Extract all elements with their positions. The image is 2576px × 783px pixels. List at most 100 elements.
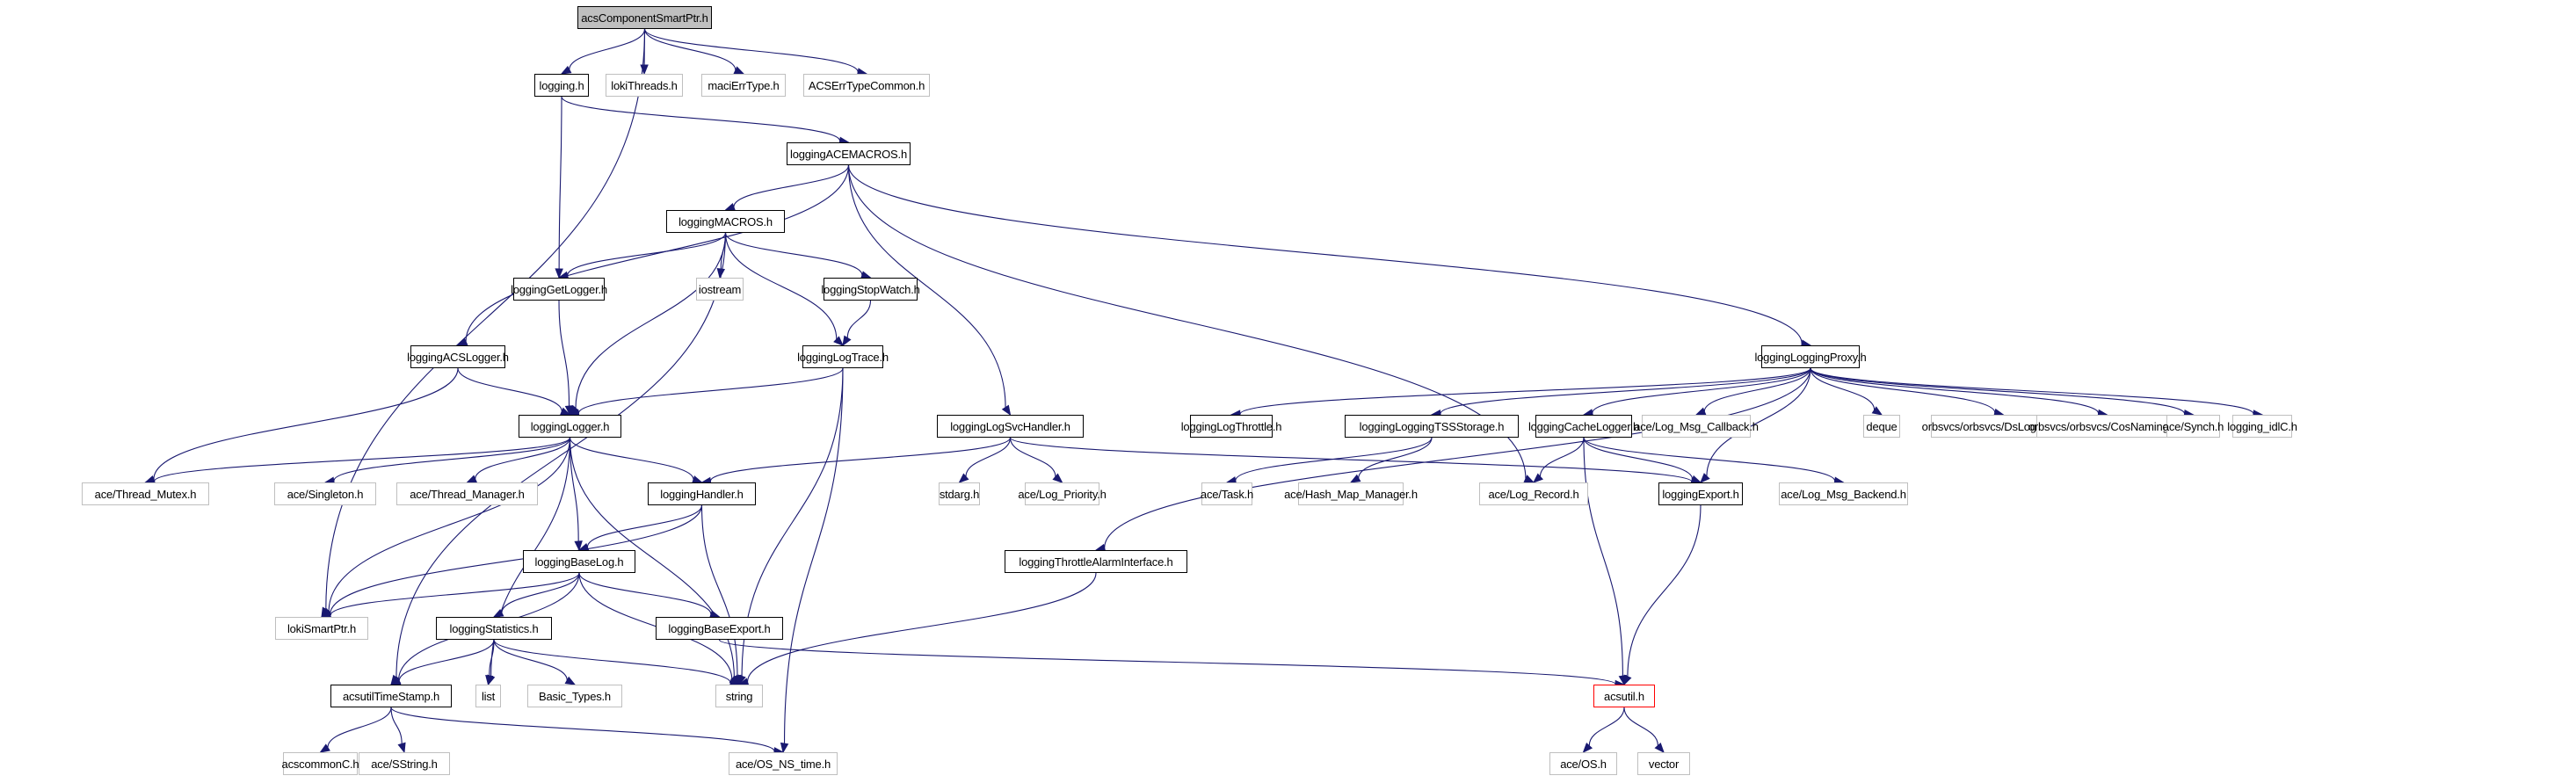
node-loggingMACROS[interactable]: loggingMACROS.h xyxy=(666,210,785,233)
node-loggingLogTrace[interactable]: loggingLogTrace.h xyxy=(797,345,889,368)
arrowhead-logging-to-loggingGetLogger xyxy=(555,268,563,279)
edge-loggingMACROS-to-loggingStopWatch xyxy=(724,232,863,276)
arrowhead-loggingACEMACROS-to-aceLogRecord xyxy=(1523,475,1535,483)
edge-loggingBaseLog-to-lokiSmartPtr xyxy=(330,572,580,616)
node-label: loggingThrottleAlarmInterface.h xyxy=(1019,555,1173,569)
edge-loggingLogTrace-to-loggingLogger xyxy=(577,367,844,414)
edge-loggingLoggingProxy-to-aceSynch xyxy=(1810,367,2186,415)
node-label: acsComponentSmartPtr.h xyxy=(581,11,708,25)
node-label: ACSErrTypeCommon.h xyxy=(808,78,925,92)
node-loggingGetLogger[interactable]: loggingGetLogger.h xyxy=(511,278,607,301)
node-loggingACEMACROS[interactable]: loggingACEMACROS.h xyxy=(787,142,911,165)
edge-loggingLogTrace-to-aceOSNStime xyxy=(783,367,844,744)
node-loggingStopWatch[interactable]: loggingStopWatch.h xyxy=(821,278,920,301)
edge-acsutilTimeStamp-to-acscommonC xyxy=(327,707,392,748)
node-label: ace/OS_NS_time.h xyxy=(735,757,831,771)
node-loggingExport[interactable]: loggingExport.h xyxy=(1658,482,1743,505)
node-loggingCacheLogger[interactable]: loggingCacheLogger.h xyxy=(1528,415,1639,438)
edge-logging-to-loggingACEMACROS xyxy=(561,96,841,141)
node-label: loggingBaseExport.h xyxy=(668,621,771,635)
node-label: ace/Thread_Mutex.h xyxy=(94,487,197,501)
node-label: acsutil.h xyxy=(1604,689,1644,703)
arrowhead-loggingLogTrace-to-aceOSNStime xyxy=(780,742,789,754)
arrowhead-loggingStatistics-to-BasicTypes xyxy=(564,676,577,685)
node-loggingBaseExport[interactable]: loggingBaseExport.h xyxy=(656,617,783,640)
edge-loggingLoggingProxy-to-loggingCacheLogger xyxy=(1592,367,1811,414)
edge-loggingLogSvcHandler-to-loggingHandler xyxy=(709,437,1012,482)
node-aceOS: ace/OS.h xyxy=(1549,752,1617,775)
arrowhead-loggingLogSvcHandler-to-stdarg xyxy=(958,473,969,483)
node-loggingLogSvcHandler[interactable]: loggingLogSvcHandler.h xyxy=(937,415,1084,438)
arrowhead-loggingCacheLogger-to-aceLogRecord xyxy=(1532,473,1543,483)
edge-loggingMACROS-to-loggingLogTrace xyxy=(724,232,838,340)
edge-loggingLogger-to-loggingHandler xyxy=(569,437,694,480)
node-acsComponentSmartPtr: acsComponentSmartPtr.h xyxy=(577,6,712,29)
node-deque: deque xyxy=(1863,415,1900,438)
edge-loggingThrottleAlarmInterface-to-string xyxy=(746,572,1097,683)
edge-loggingACSLogger-to-loggingLogger xyxy=(457,367,562,412)
edge-loggingLoggingProxy-to-loggingExport xyxy=(1706,367,1811,476)
arrowhead-loggingMACROS-to-iostream xyxy=(716,267,726,279)
node-label: ace/Hash_Map_Manager.h xyxy=(1284,487,1418,501)
node-loggingThrottleAlarmInterface[interactable]: loggingThrottleAlarmInterface.h xyxy=(1005,550,1187,573)
node-BasicTypes: Basic_Types.h xyxy=(527,685,622,707)
node-label: ace/Log_Msg_Callback.h xyxy=(1634,419,1759,433)
edge-loggingLogger-to-aceSingleton xyxy=(333,437,571,482)
arrowhead-loggingACEMACROS-to-loggingLogSvcHandler xyxy=(1001,404,1012,417)
node-loggingHandler[interactable]: loggingHandler.h xyxy=(648,482,756,505)
node-loggingStatistics[interactable]: loggingStatistics.h xyxy=(436,617,552,640)
node-label: vector xyxy=(1648,757,1680,771)
node-acsutil[interactable]: acsutil.h xyxy=(1593,685,1655,707)
arrowhead-loggingACSLogger-to-loggingLogger xyxy=(559,407,571,416)
edge-loggingLogSvcHandler-to-stdarg xyxy=(965,437,1012,477)
node-logging[interactable]: logging.h xyxy=(534,74,589,97)
arrowhead-acsutil-to-vector xyxy=(1654,742,1665,754)
node-loggingLogThrottle[interactable]: loggingLogThrottle.h xyxy=(1181,415,1281,438)
node-loggingLoggingTSSStorage[interactable]: loggingLoggingTSSStorage.h xyxy=(1345,415,1519,438)
node-lokiThreads: lokiThreads.h xyxy=(606,74,683,97)
edge-loggingCacheLogger-to-aceLogRecord xyxy=(1539,437,1585,477)
edge-loggingLoggingProxy-to-loggingIdlC xyxy=(1810,367,2254,415)
node-loggingBaseLog[interactable]: loggingBaseLog.h xyxy=(523,550,635,573)
node-label: logging.h xyxy=(539,78,584,92)
node-ACSErrTypeCommon: ACSErrTypeCommon.h xyxy=(803,74,930,97)
node-label: ace/Synch.h xyxy=(2162,419,2224,433)
node-label: loggingLogThrottle.h xyxy=(1180,419,1282,433)
node-acscommonC: acscommonC.h xyxy=(282,752,359,775)
node-CosNamingC: orbsvcs/orbsvcs/CosNamingC.h xyxy=(2028,415,2186,438)
edge-loggingLogSvcHandler-to-loggingExport xyxy=(1009,437,1693,482)
node-label: stdarg.h xyxy=(939,487,980,501)
edge-acsComponentSmartPtr-to-maciErrType xyxy=(643,28,737,70)
arrowhead-loggingLogger-to-loggingBaseLog xyxy=(574,540,583,552)
edge-loggingHandler-to-lokiSmartPtr xyxy=(330,504,703,615)
node-maciErrType: maciErrType.h xyxy=(701,74,786,97)
edge-loggingStatistics-to-acsutilTimeStamp xyxy=(398,639,495,682)
node-aceLogRecord: ace/Log_Record.h xyxy=(1479,482,1588,505)
node-label: maciErrType.h xyxy=(707,78,780,92)
edge-loggingLoggingTSSStorage-to-aceHashMapManager xyxy=(1358,437,1433,479)
edge-loggingACEMACROS-to-loggingLoggingProxy xyxy=(847,164,1803,344)
edge-loggingStopWatch-to-loggingLogTrace xyxy=(846,300,872,338)
node-label: string xyxy=(725,689,753,703)
node-loggingLogger[interactable]: loggingLogger.h xyxy=(519,415,621,438)
edge-loggingLogger-to-aceThreadManager xyxy=(475,437,571,480)
node-aceLogMsgCallback: ace/Log_Msg_Callback.h xyxy=(1634,415,1759,438)
arrowhead-loggingLoggingProxy-to-loggingExport xyxy=(1700,473,1710,483)
node-acsutilTimeStamp[interactable]: acsutilTimeStamp.h xyxy=(330,685,452,707)
edge-acsComponentSmartPtr-to-ACSErrTypeCommon xyxy=(643,28,859,73)
node-label: loggingLogger.h xyxy=(530,419,610,433)
node-label: loggingLogTrace.h xyxy=(797,350,889,364)
edge-loggingHandler-to-loggingBaseLog xyxy=(586,504,703,547)
edge-loggingBaseLog-to-loggingBaseExport xyxy=(578,572,712,615)
node-loggingIdlC: logging_idlC.h xyxy=(2227,415,2297,438)
node-label: loggingExport.h xyxy=(1662,487,1739,501)
edge-loggingExport-to-acsutil xyxy=(1627,504,1702,677)
edge-loggingLoggingTSSStorage-to-aceTask xyxy=(1235,437,1433,482)
edge-loggingACEMACROS-to-loggingMACROS xyxy=(733,164,850,207)
node-label: loggingHandler.h xyxy=(660,487,744,501)
node-loggingLoggingProxy[interactable]: loggingLoggingProxy.h xyxy=(1754,345,1867,368)
node-stdarg: stdarg.h xyxy=(939,482,980,505)
node-loggingACSLogger[interactable]: loggingACSLogger.h xyxy=(407,345,509,368)
